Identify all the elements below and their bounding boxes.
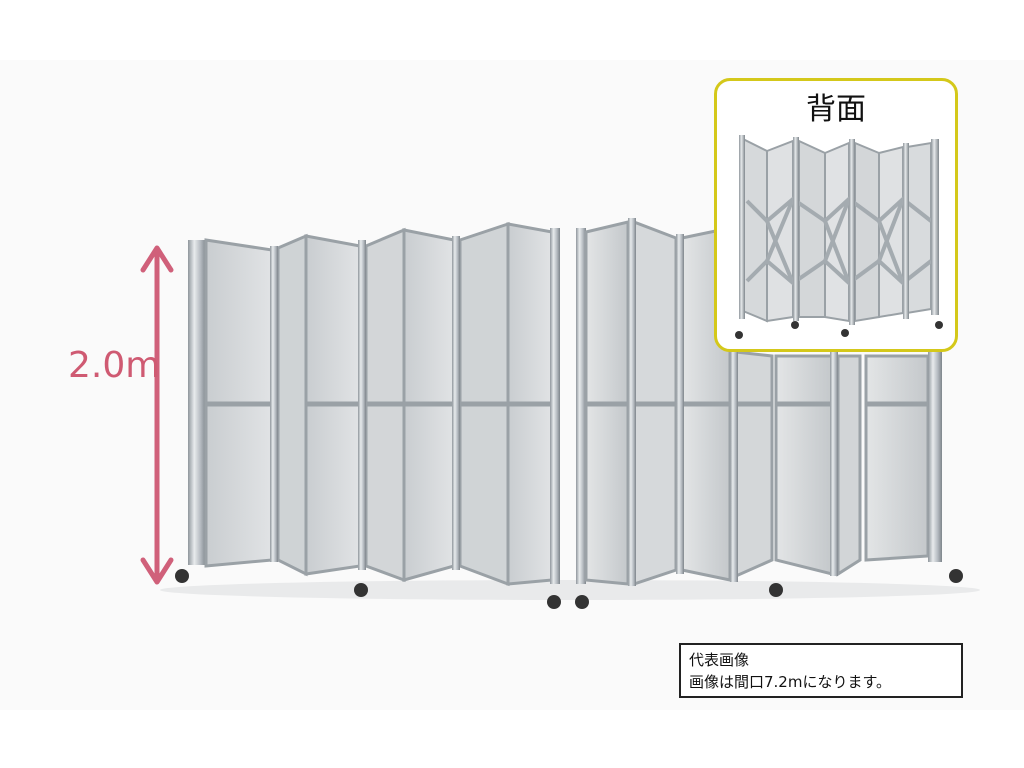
note-line-2: 画像は間口7.2mになります。 xyxy=(689,673,891,691)
rear-view-inset: 背面 xyxy=(714,78,958,352)
floor-shadow xyxy=(160,580,980,600)
height-dimension-label: 2.0m xyxy=(68,345,161,386)
rear-view-photo xyxy=(735,135,943,339)
inset-title: 背面 xyxy=(806,92,866,127)
caption-note: 代表画像 画像は間口7.2mになります。 xyxy=(679,643,963,698)
height-arrow xyxy=(140,245,174,585)
note-line-1: 代表画像 xyxy=(689,651,750,669)
left-partition-unit xyxy=(175,221,561,609)
